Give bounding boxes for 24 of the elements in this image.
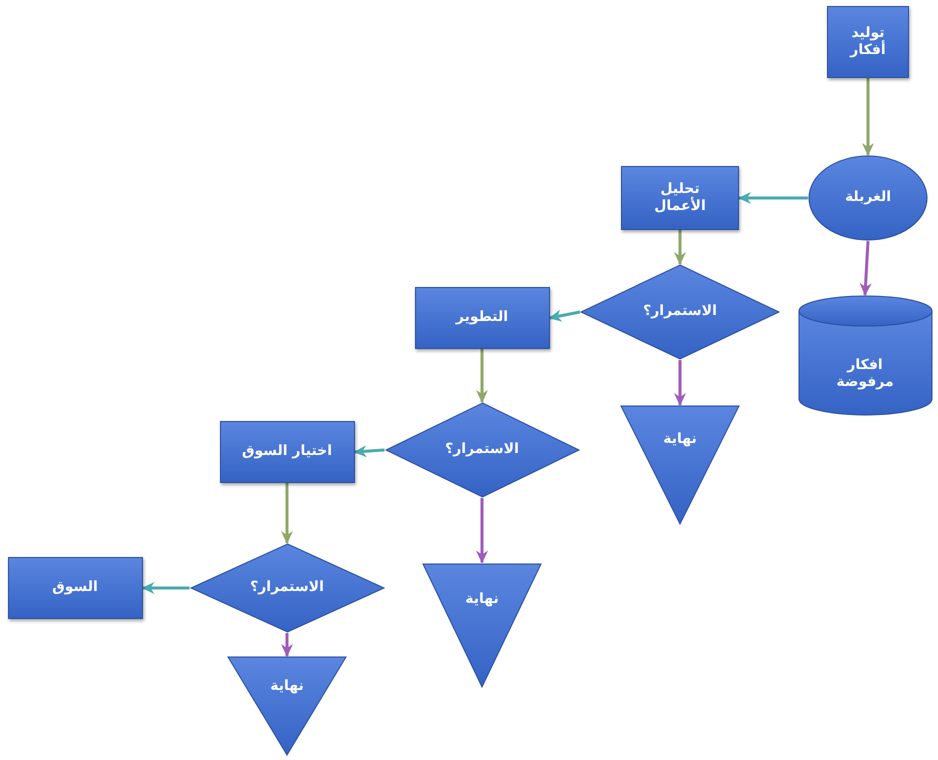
arrow [476, 349, 488, 403]
process-box: تحليل الأعمال [621, 166, 739, 230]
arrow [476, 498, 488, 564]
arrow [674, 230, 686, 265]
arrow [860, 240, 872, 296]
process-box: التطوير [414, 287, 550, 349]
arrow [738, 192, 808, 204]
arrow [281, 633, 293, 657]
end-triangle: نهاية [620, 405, 740, 525]
arrow [862, 78, 874, 156]
arrow [142, 582, 190, 594]
process-ellipse: الغربلة [808, 155, 928, 241]
decision-diamond: الاستمرار؟ [384, 402, 580, 498]
process-box: توليد أفكار [827, 6, 909, 78]
end-triangle: نهاية [422, 562, 542, 688]
end-triangle: نهاية [227, 656, 347, 756]
arrow [354, 445, 386, 458]
process-box: السوق [8, 557, 142, 619]
decision-diamond: الاستمرار؟ [580, 264, 780, 360]
decision-diamond: الاستمرار؟ [190, 543, 384, 633]
arrow [548, 310, 582, 322]
arrow [281, 483, 293, 544]
arrow [674, 360, 686, 406]
process-box: اختيار السوق [220, 421, 354, 483]
